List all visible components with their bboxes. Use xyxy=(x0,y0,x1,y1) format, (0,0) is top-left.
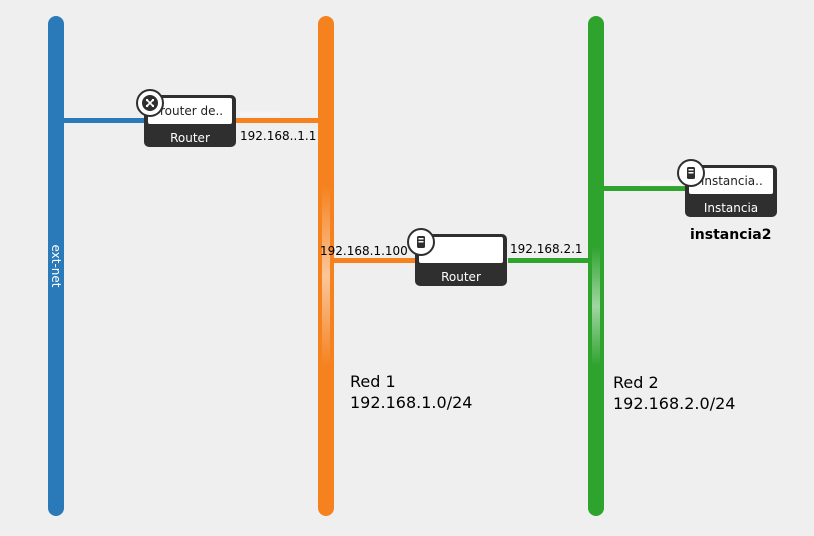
network-bar-red2[interactable] xyxy=(588,16,604,516)
link-red1-router xyxy=(334,258,416,263)
router-node-gateway[interactable]: router de.. Router xyxy=(136,89,236,147)
network-name: Red 1 xyxy=(350,372,396,391)
network-label-red1: Red 1 192.168.1.0/24 xyxy=(350,371,472,413)
network-name: Red 2 xyxy=(613,373,659,392)
iface-label-router-int-left: 192.168.1.100 xyxy=(320,244,408,258)
instance-title: instancia2 xyxy=(690,227,772,243)
iface-label-router-int-right: 192.168.2.1 xyxy=(510,242,583,256)
node-type: Router xyxy=(170,131,210,145)
network-bar-ext-net[interactable]: ext-net xyxy=(48,16,64,516)
link-red2-instance xyxy=(604,186,686,191)
network-label-red2: Red 2 192.168.2.0/24 xyxy=(613,372,735,414)
link-ext-net-router xyxy=(64,118,148,123)
server-icon xyxy=(407,228,435,256)
network-cidr: 192.168.2.0/24 xyxy=(613,394,736,413)
node-type: Router xyxy=(441,270,481,284)
network-cidr: 192.168.1.0/24 xyxy=(350,393,473,412)
router-icon xyxy=(136,89,164,117)
link-router-red1 xyxy=(236,118,318,123)
network-label-ext-net: ext-net xyxy=(49,244,63,288)
instance-node[interactable]: instancia.. Instancia xyxy=(677,159,777,217)
server-icon xyxy=(677,159,705,187)
node-type: Instancia xyxy=(703,201,759,215)
link-router-red2 xyxy=(508,258,588,263)
router-node-internal[interactable]: Router xyxy=(407,228,507,286)
iface-label-router-gw: 192.168..1.1 xyxy=(240,129,317,143)
network-bar-red1[interactable] xyxy=(318,16,334,516)
